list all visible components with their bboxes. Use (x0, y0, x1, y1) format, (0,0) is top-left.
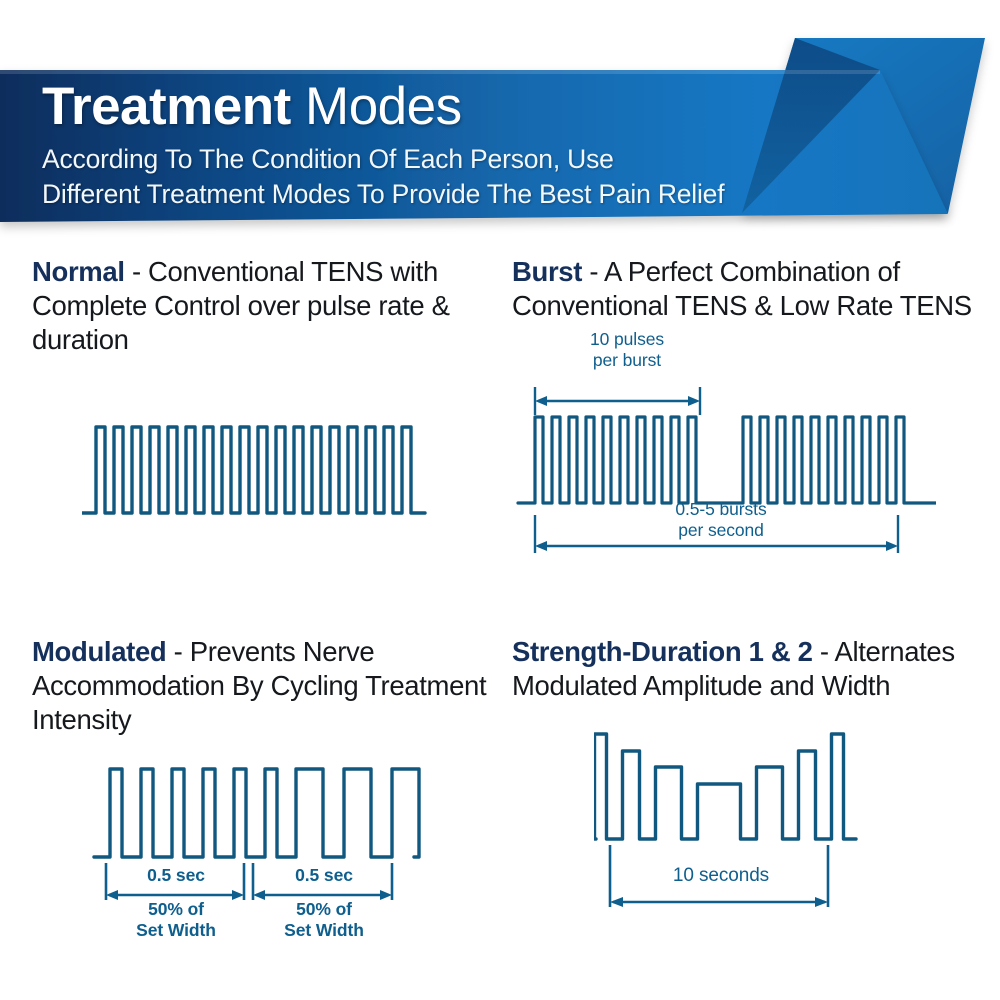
waveform-modulated-svg (92, 767, 421, 900)
header-banner: Treatment Modes According To The Conditi… (0, 28, 1000, 238)
mode-modulated-text: Modulated - Prevents Nerve Accommodation… (32, 635, 502, 737)
mode-normal-separator: - (124, 256, 149, 287)
waveform-normal-path (82, 425, 427, 515)
arrow-right-tensec (815, 897, 828, 907)
waveform-strength-duration-path (594, 732, 858, 841)
label-bursts-per-second: 0.5-5 bursts per second (641, 499, 801, 541)
label-left-seconds: 0.5 sec (147, 865, 205, 885)
mode-card-modulated: Modulated - Prevents Nerve Accommodation… (32, 635, 502, 955)
label-bursts-per-second-line2: per second (678, 520, 764, 540)
waveform-burst: 10 pulses per burst 0.5-5 bursts per sec… (516, 329, 990, 565)
waveform-modulated-path (92, 767, 421, 859)
waveform-normal (82, 413, 502, 523)
label-ten-seconds: 10 seconds (672, 865, 770, 886)
banner-text-block: Treatment Modes According To The Conditi… (42, 78, 922, 211)
mode-card-strength-duration: Strength-Duration 1 & 2 - Alternates Mod… (512, 635, 990, 917)
mode-strength-duration-separator: - (812, 636, 835, 667)
banner-shape (0, 38, 985, 222)
mode-strength-duration-text: Strength-Duration 1 & 2 - Alternates Mod… (512, 635, 990, 703)
arrow-right-pulses (688, 396, 700, 406)
banner-subtitle-line1: According To The Condition Of Each Perso… (42, 144, 614, 174)
banner-title-light: Modes (305, 77, 462, 136)
label-pulses-per-burst-line2: per burst (592, 350, 662, 370)
dimension-bursts-per-second (533, 515, 900, 553)
mode-modulated-separator: - (166, 636, 190, 667)
waveform-strength-duration-svg (594, 732, 858, 907)
label-right-seconds: 0.5 sec (295, 865, 353, 885)
banner-fold (742, 38, 880, 213)
arrow-right-half2 (380, 890, 392, 900)
mode-strength-duration-description: Alternates Modulated Amplitude and Width (512, 636, 955, 701)
mode-burst-name: Burst (512, 256, 583, 287)
label-right-setwidth-line2: Set Width (284, 920, 364, 940)
waveform-normal-svg (82, 425, 427, 515)
waveform-strength-duration: 10 seconds (594, 717, 990, 917)
mode-strength-duration-name: Strength-Duration 1 & 2 (512, 636, 813, 667)
arrow-left-half1 (106, 890, 118, 900)
waveform-burst-path (516, 415, 936, 505)
label-pulses-per-burst-line1: 10 pulses (589, 329, 664, 349)
arrow-right-half1 (232, 890, 244, 900)
mode-normal-name: Normal (32, 256, 125, 287)
waveform-burst-svg (516, 387, 936, 553)
mode-normal-text: Normal - Conventional TENS with Complete… (32, 255, 502, 357)
label-bursts-per-second-line1: 0.5-5 bursts (675, 499, 767, 519)
label-left-setwidth-line1: 50% of (148, 899, 204, 919)
mode-burst-separator: - (582, 256, 604, 287)
banner-highlight (0, 70, 880, 74)
mode-normal-description: Conventional TENS with Complete Control … (32, 256, 450, 355)
dimension-pulses-per-burst (533, 387, 702, 415)
modes-grid: Normal - Conventional TENS with Complete… (0, 255, 1000, 1000)
mode-card-burst: Burst - A Perfect Combination of Convent… (512, 255, 990, 565)
dimension-ten-seconds (608, 845, 830, 907)
mode-modulated-description: Prevents Nerve Accommodation By Cycling … (32, 636, 487, 735)
arrow-left-bursts (535, 541, 547, 551)
banner-subtitle-line2: Different Treatment Modes To Provide The… (42, 179, 725, 209)
arrow-left-tensec (610, 897, 623, 907)
dimension-modulated (104, 863, 394, 900)
waveform-modulated: 0.5 sec 0.5 sec 50% of Set Width 50% of … (92, 755, 502, 955)
arrow-right-bursts (886, 541, 898, 551)
mode-modulated-name: Modulated (32, 636, 167, 667)
label-pulses-per-burst: 10 pulses per burst (552, 329, 702, 371)
banner-title-bold: Treatment (42, 77, 291, 136)
arrow-left-half2 (253, 890, 265, 900)
banner-title: Treatment Modes (42, 78, 922, 135)
banner-bar (0, 70, 948, 222)
mode-burst-description: A Perfect Combination of Conventional TE… (512, 256, 972, 321)
mode-burst-text: Burst - A Perfect Combination of Convent… (512, 255, 990, 323)
label-left-setwidth-line2: Set Width (136, 920, 216, 940)
arrow-left-pulses (535, 396, 547, 406)
label-right-setwidth-line1: 50% of (296, 899, 352, 919)
mode-card-normal: Normal - Conventional TENS with Complete… (32, 255, 502, 523)
